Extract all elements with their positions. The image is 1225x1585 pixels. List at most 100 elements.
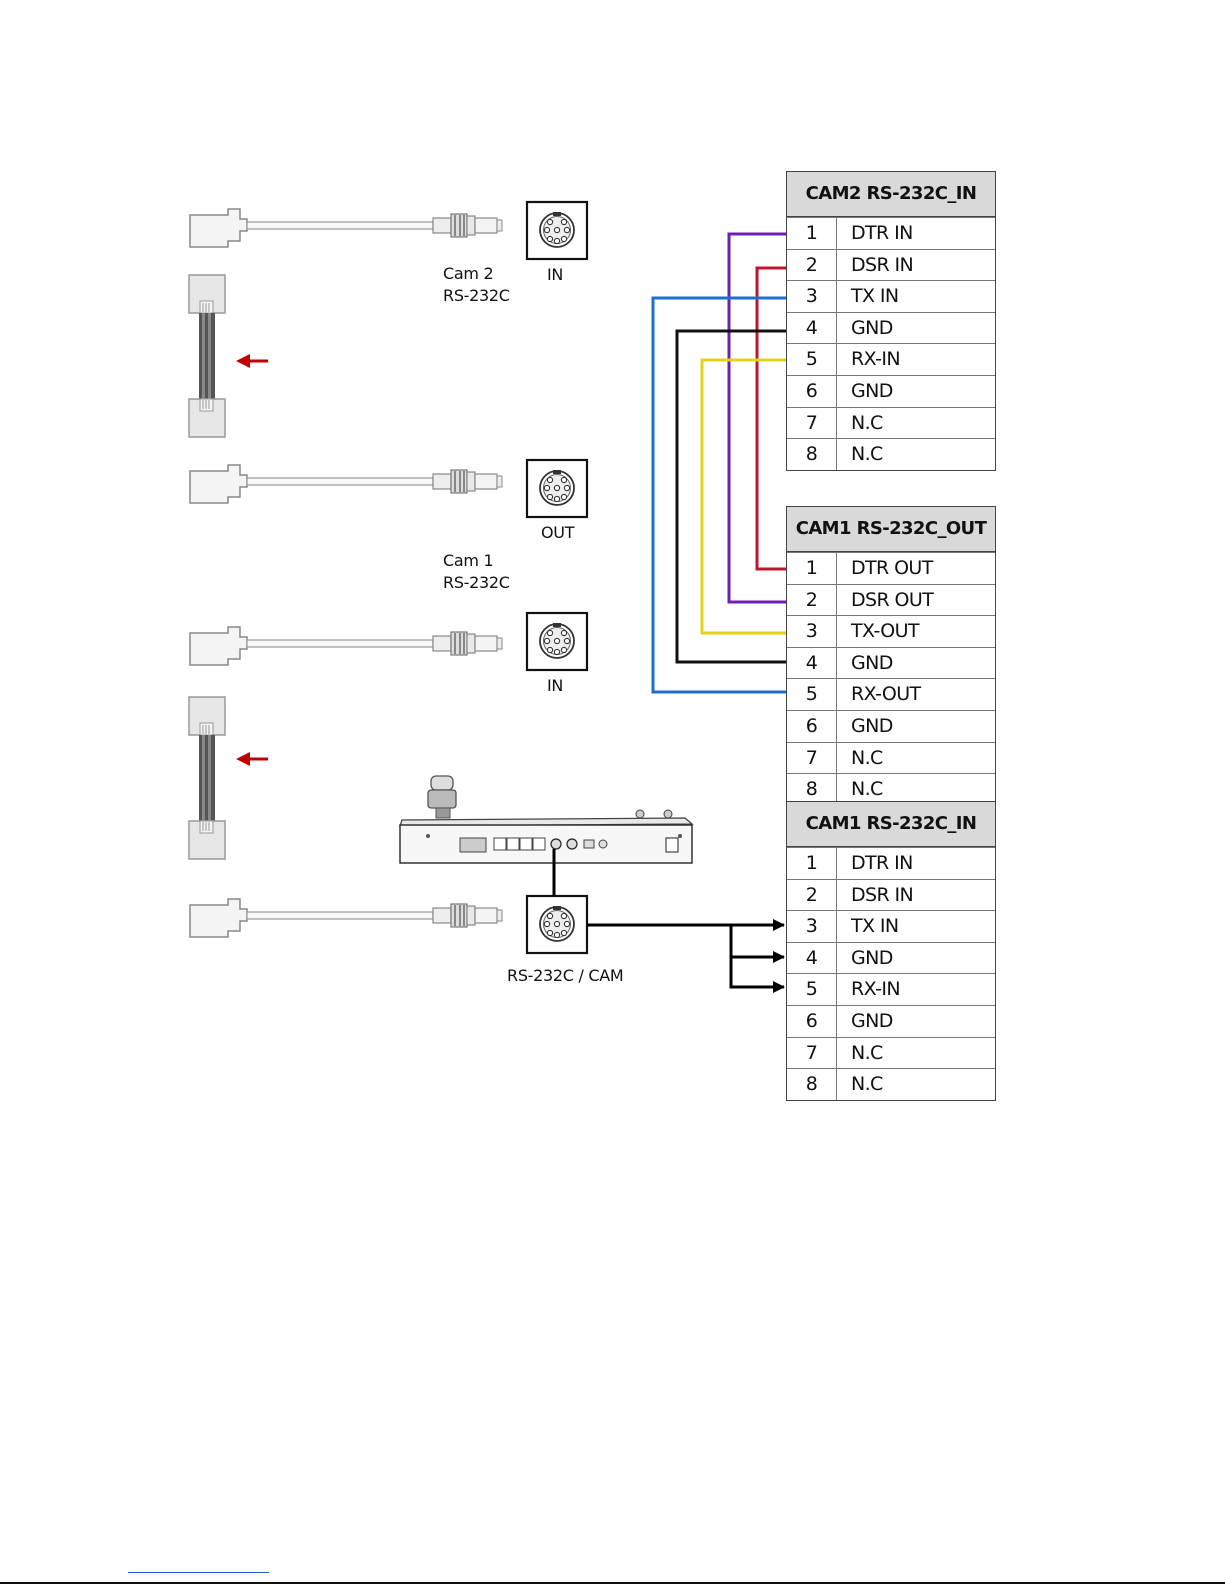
pin-number: 8 <box>787 1069 837 1100</box>
cam2-port-label: RS-232C <box>443 285 510 306</box>
pin-signal: N.C <box>837 743 883 774</box>
pin-signal: DSR IN <box>837 880 913 911</box>
cam1-label: Cam 1 <box>443 550 493 571</box>
pin-signal: GND <box>837 376 893 407</box>
pin-number: 5 <box>787 974 837 1005</box>
pin-number: 2 <box>787 880 837 911</box>
rj-link-cable-top <box>189 275 225 437</box>
pin-number: 5 <box>787 344 837 375</box>
pin-signal: GND <box>837 1006 893 1037</box>
din-connector-cam2-in-icon <box>527 202 587 259</box>
pin-number: 7 <box>787 408 837 439</box>
in-top-label: IN <box>547 264 563 285</box>
pin-signal: RX-IN <box>837 344 900 375</box>
wire-black <box>677 331 786 662</box>
table-row: 8N.C <box>787 438 995 470</box>
pin-signal: DTR IN <box>837 848 913 879</box>
pin-signal: N.C <box>837 1038 883 1069</box>
pin-signal: N.C <box>837 439 883 470</box>
pin-signal: GND <box>837 648 893 679</box>
wire-yellow <box>702 360 786 633</box>
cam2-label: Cam 2 <box>443 263 493 284</box>
cam1-out-cable <box>190 465 502 503</box>
table-title: CAM1 RS-232C_IN <box>787 802 995 847</box>
rs232c-cam-label: RS-232C / CAM <box>507 965 623 986</box>
in-mid-label: IN <box>547 675 563 696</box>
pin-signal: DTR OUT <box>837 553 933 584</box>
din-connector-cam1-in-icon <box>527 613 587 670</box>
red-arrow-icon <box>236 354 268 368</box>
pin-number: 3 <box>787 911 837 942</box>
pin-signal: DSR OUT <box>837 585 933 616</box>
pin-signal: RX-OUT <box>837 679 921 710</box>
page-bottom-rule <box>0 1582 1225 1584</box>
pin-signal: DSR IN <box>837 250 913 281</box>
wire-red <box>757 268 786 569</box>
pin-number: 3 <box>787 281 837 312</box>
cam2-cable <box>190 209 502 247</box>
table-row: 1DTR IN <box>787 217 995 249</box>
pin-number: 4 <box>787 648 837 679</box>
pin-number: 3 <box>787 616 837 647</box>
table-row: 8N.C <box>787 773 995 805</box>
pin-number: 6 <box>787 1006 837 1037</box>
pin-number: 8 <box>787 439 837 470</box>
controller-device-icon <box>400 776 692 896</box>
pin-signal: GND <box>837 313 893 344</box>
pin-signal: TX IN <box>837 281 898 312</box>
table-title: CAM1 RS-232C_OUT <box>787 507 995 552</box>
out-label: OUT <box>541 522 574 543</box>
pin-signal: N.C <box>837 408 883 439</box>
pin-signal: TX-OUT <box>837 616 919 647</box>
pin-number: 2 <box>787 585 837 616</box>
pin-signal: DTR IN <box>837 218 913 249</box>
pin-signal: N.C <box>837 1069 883 1100</box>
pin-number: 1 <box>787 218 837 249</box>
rj-link-cable-bottom <box>189 697 225 859</box>
pin-number: 2 <box>787 250 837 281</box>
wiring-lines <box>653 234 786 692</box>
pin-number: 7 <box>787 743 837 774</box>
pin-number: 6 <box>787 711 837 742</box>
table-row: 3TX IN <box>787 280 995 312</box>
pin-signal: GND <box>837 943 893 974</box>
pin-number: 7 <box>787 1038 837 1069</box>
footer-link-underline <box>128 1572 269 1573</box>
red-arrow-icon <box>236 752 268 766</box>
pin-number: 1 <box>787 553 837 584</box>
table-row: 2DSR OUT <box>787 584 995 616</box>
pin-signal: RX-IN <box>837 974 900 1005</box>
pin-number: 5 <box>787 679 837 710</box>
pin-number: 6 <box>787 376 837 407</box>
din-connector-controller-icon <box>527 896 587 953</box>
pin-number: 1 <box>787 848 837 879</box>
pin-number: 4 <box>787 313 837 344</box>
pin-signal: TX IN <box>837 911 898 942</box>
table-row: 1DTR OUT <box>787 552 995 584</box>
pin-number: 4 <box>787 943 837 974</box>
controller-cable <box>190 899 502 937</box>
din-connector-cam1-out-icon <box>527 460 587 517</box>
table-title: CAM2 RS-232C_IN <box>787 172 995 217</box>
cam1-in-cable <box>190 627 502 665</box>
cam1-port-label: RS-232C <box>443 572 510 593</box>
pin-signal: GND <box>837 711 893 742</box>
